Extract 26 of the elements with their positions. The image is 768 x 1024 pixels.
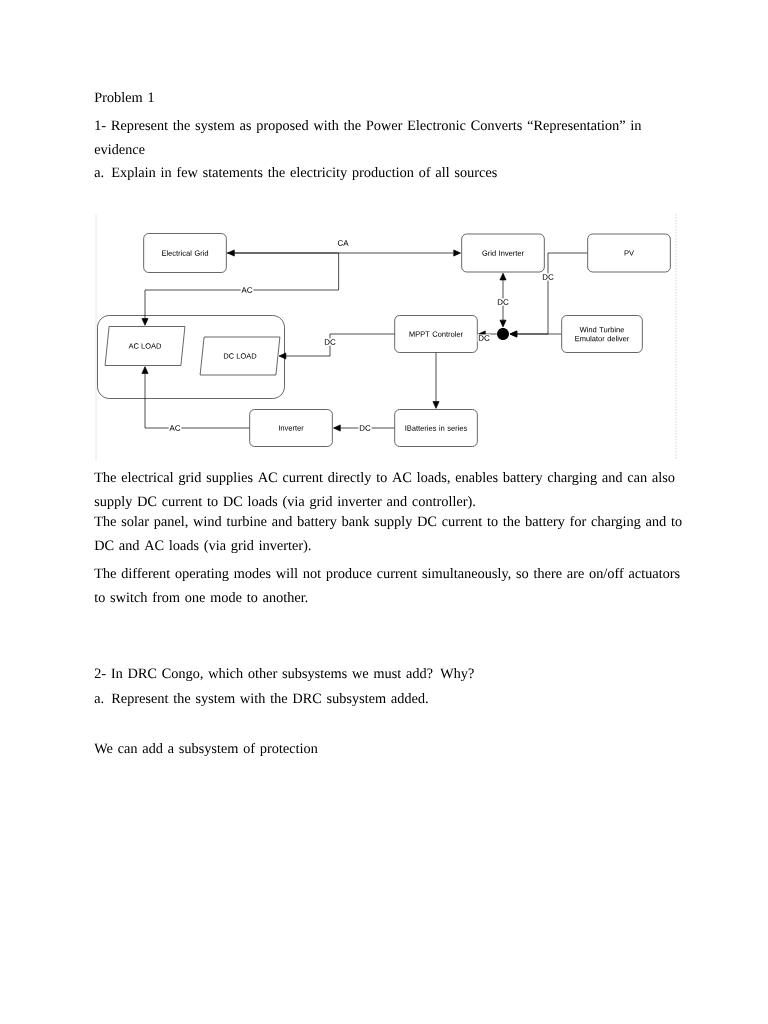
paragraph: The solar panel, wind turbine and battery bank supply DC current to the battery for charging and to DC and AC loads (via grid inverter).	[94, 515, 682, 554]
group-box	[97, 315, 285, 399]
edge-label: DC	[541, 273, 555, 281]
arrow	[278, 333, 395, 360]
paragraph: Problem 1	[94, 92, 154, 103]
paragraph: The electrical grid supplies AC current directly to AC loads, enables battery charging and can also supply DC current to DC loads (via grid inverter and controller).	[94, 472, 675, 510]
edge-label: CA	[336, 239, 350, 247]
arrow	[478, 330, 498, 338]
arrow	[141, 252, 339, 326]
paragraph: 2- In DRC Congo, which other subsystems we must add? Why?	[94, 668, 474, 682]
paragraph: The different operating modes will not produce current simultaneously, so there are on/off actuators to switch from one mode to another.	[94, 567, 680, 603]
edge-label: DC	[323, 338, 337, 346]
edge-label: DC	[358, 424, 372, 432]
edge-label: DC	[496, 298, 510, 306]
paragraph: a. Represent the system with the DRC subsystem added.	[94, 693, 428, 707]
edge-label: DC	[477, 334, 491, 342]
edge-label: AC	[168, 424, 182, 432]
paragraph: We can add a subsystem of protection	[94, 742, 318, 757]
arrow	[499, 272, 507, 328]
arrow	[141, 366, 250, 429]
arrow	[509, 330, 562, 338]
arrow	[432, 352, 440, 409]
paragraph: a. Explain in few statements the electricity production of all sources	[94, 166, 497, 181]
arrow	[227, 249, 461, 257]
edge-label: AC	[240, 286, 254, 294]
arrow	[333, 424, 395, 432]
